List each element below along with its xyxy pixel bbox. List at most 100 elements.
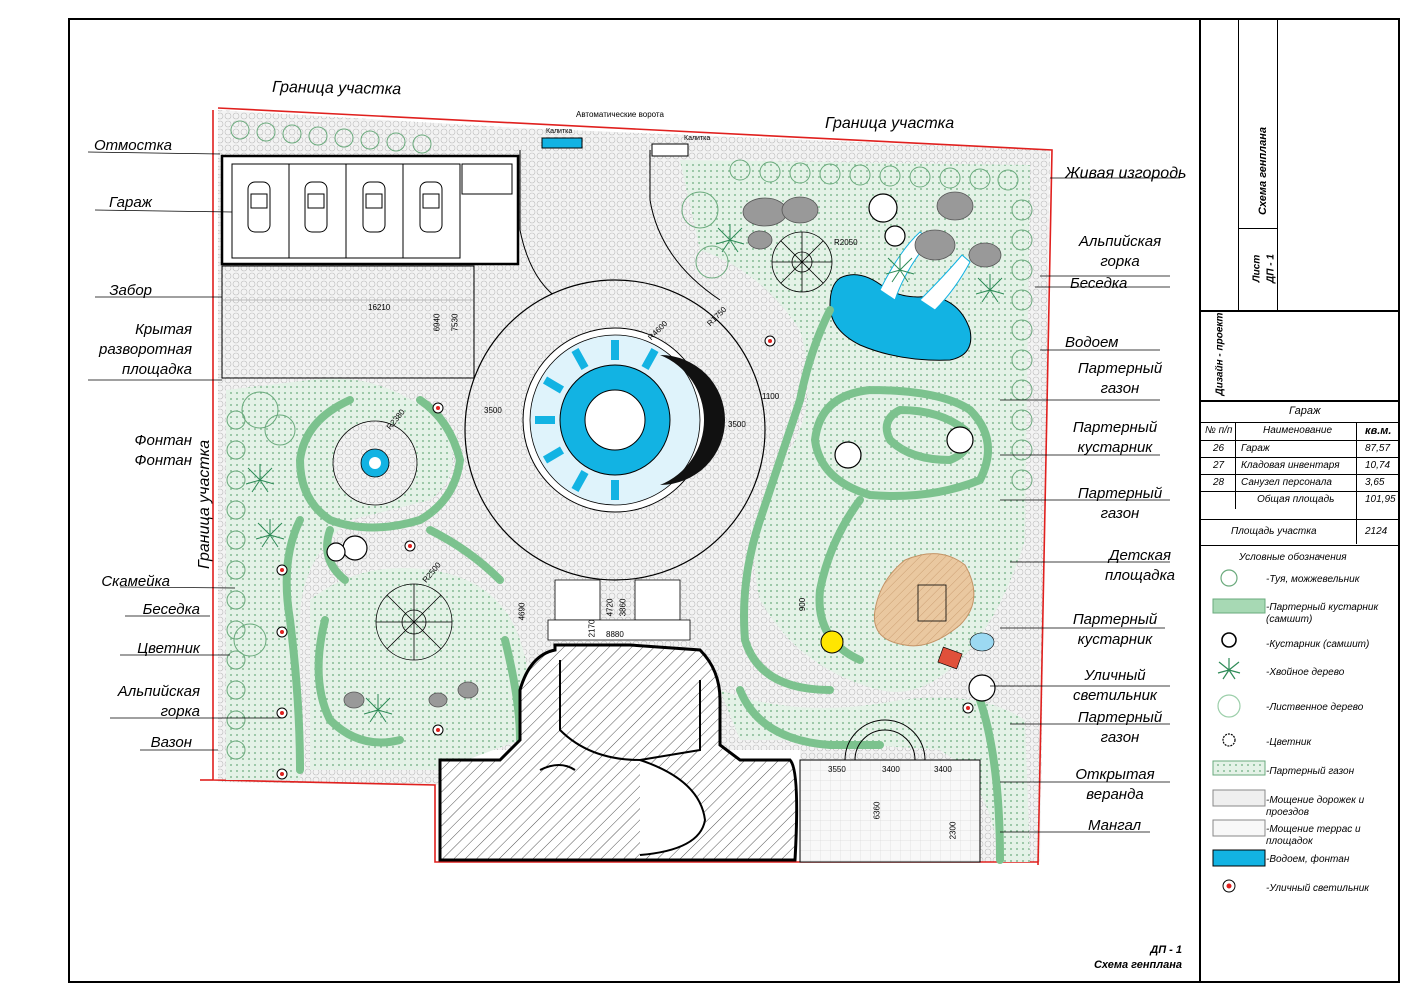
table-header-name: Наименование xyxy=(1263,425,1333,436)
leader-lines xyxy=(87,151,1180,833)
dim-2300: 2300 xyxy=(948,821,958,840)
label-alpine-hill-right: Альпийская горка xyxy=(1078,233,1162,270)
dim-3550: 3550 xyxy=(828,765,846,774)
paving-path-icon xyxy=(1212,789,1266,807)
dim-7530: 7530 xyxy=(450,313,460,332)
covered-turning-area xyxy=(221,265,475,379)
dim-2170: 2170 xyxy=(587,619,597,638)
boundary-label-left: Граница участка xyxy=(196,439,213,569)
hedge xyxy=(226,120,1033,760)
lawn-icon xyxy=(1212,760,1266,776)
dim-4690: 4690 xyxy=(517,602,527,621)
dim-3400-b: 3400 xyxy=(934,765,952,774)
shrub-icon xyxy=(1221,632,1237,648)
label-garage: Гараж xyxy=(108,194,152,211)
gate-right xyxy=(651,143,689,157)
dim-3860: 3860 xyxy=(618,598,628,617)
parterre-shrub-icon xyxy=(1212,598,1266,614)
shrubs xyxy=(326,193,996,702)
dim-6940: 6940 xyxy=(432,313,442,332)
boundary-label-top-right: Граница участка xyxy=(825,115,955,132)
label-gazebo-left: Беседка xyxy=(142,601,200,618)
legend-item-text: -Мощение террас и площадок xyxy=(1266,824,1361,847)
conifer-icon xyxy=(1217,658,1241,680)
table-row: 26 Гараж 87,57 xyxy=(1201,440,1399,458)
table-row: 28 Санузел персонала 3,65 xyxy=(1201,474,1399,492)
label-fountain-1: Фонтан xyxy=(134,432,192,449)
legend-item-text: -Партерный кустарник (самшит) xyxy=(1266,602,1379,625)
table-caption: Гараж xyxy=(1289,405,1321,417)
playground xyxy=(873,553,975,647)
table-plot-row: Площадь участка 2124 xyxy=(1201,519,1399,546)
dim-3400-a: 3400 xyxy=(882,765,900,774)
label-street-light: Уличный светильник xyxy=(1072,667,1158,704)
title-block-vline-3 xyxy=(1238,228,1239,310)
alpine-hill-rocks xyxy=(343,191,1002,709)
dim-3500-right: 3500 xyxy=(728,420,746,429)
label-bench: Скамейка xyxy=(101,573,170,590)
front-stairs xyxy=(547,579,691,641)
label-vase: Вазон xyxy=(150,734,192,751)
drawing-sheet-frame xyxy=(68,18,1400,983)
wicket-label-left: Калитка xyxy=(546,128,573,135)
lawn-right-lower xyxy=(720,690,1030,862)
label-bbq: Мангал xyxy=(1088,817,1142,834)
footer-code: ДП - 1 xyxy=(1150,944,1182,956)
thuja-icon xyxy=(1220,569,1238,587)
open-veranda xyxy=(799,759,981,863)
label-veranda: Открытая веранда xyxy=(1075,766,1155,803)
dim-8880: 8880 xyxy=(606,630,624,639)
small-fountain xyxy=(332,420,418,506)
dim-6360: 6360 xyxy=(872,801,882,820)
title-block-project-type: Дизайн - проект xyxy=(1214,312,1226,396)
gazebo-lower xyxy=(375,583,453,661)
label-otmostka: Отмостка xyxy=(93,137,172,154)
footer-title: Схема генплана xyxy=(1093,959,1182,971)
legend-item-text: -Хвойное дерево xyxy=(1266,667,1345,678)
deciduous-icon xyxy=(1217,694,1241,718)
boundary-label-top-left: Граница участка xyxy=(271,78,402,99)
title-block-sheet-value: ДП - 1 xyxy=(1265,254,1277,283)
label-covered-area: Крытая разворотная площадка xyxy=(99,321,192,378)
main-house xyxy=(438,643,799,862)
water-icon xyxy=(1212,849,1266,867)
label-parterre-lawn-1: Партерный газон xyxy=(1077,360,1163,397)
legend-item-text: -Кустарник (самшит) xyxy=(1266,639,1370,650)
dim-1100: 1100 xyxy=(762,392,780,401)
deciduous-trees xyxy=(233,191,729,657)
title-block-hline-2 xyxy=(1199,310,1399,312)
dim-900: 900 xyxy=(798,597,808,612)
street-lights xyxy=(276,335,974,780)
lawn-lower-left xyxy=(310,568,530,770)
garage xyxy=(220,154,520,266)
legend-item-text: -Лиственное дерево xyxy=(1266,702,1364,713)
dim-3500-left: 3500 xyxy=(484,406,502,415)
title-block xyxy=(1199,20,1401,981)
area-table: Гараж № п/п Наименование кв.м. 26 Гараж … xyxy=(1201,403,1399,548)
gazebo-upper xyxy=(771,231,833,293)
central-roundabout xyxy=(464,279,766,581)
flowerbed-icon xyxy=(1222,733,1236,747)
property-boundary xyxy=(212,107,1053,866)
label-alpine-hill-left: Альпийская горка xyxy=(117,683,200,720)
legend-symbols xyxy=(1212,569,1266,893)
title-block-hline-1 xyxy=(1238,228,1278,229)
title-block-title: Схема генплана xyxy=(1257,126,1269,216)
label-fountain-2: Фонтан xyxy=(134,452,192,469)
dim-4720: 4720 xyxy=(605,598,615,617)
legend-item-text: -Уличный светильник xyxy=(1266,883,1369,894)
wicket-label-right: Калитка xyxy=(684,135,711,142)
legend-item-text: -Партерный газон xyxy=(1266,766,1355,777)
paving-terrace-icon xyxy=(1212,819,1266,837)
legend-item-text: -Туя, можжевельник xyxy=(1266,574,1360,585)
auto-gates-label: Автоматические ворота xyxy=(576,110,664,119)
gate-left xyxy=(541,137,583,149)
legend-item-text: -Цветник xyxy=(1266,737,1312,748)
table-total-row: Общая площадь 101,95 xyxy=(1201,491,1399,510)
label-gazebo-right: Беседка xyxy=(1070,275,1128,292)
label-parterre-lawn-2: Партерный газон xyxy=(1077,485,1163,522)
label-fence: Забор xyxy=(109,282,152,299)
legend-item-text: -Водоем, фонтан xyxy=(1266,854,1350,865)
table-header-area: кв.м. xyxy=(1365,425,1392,437)
